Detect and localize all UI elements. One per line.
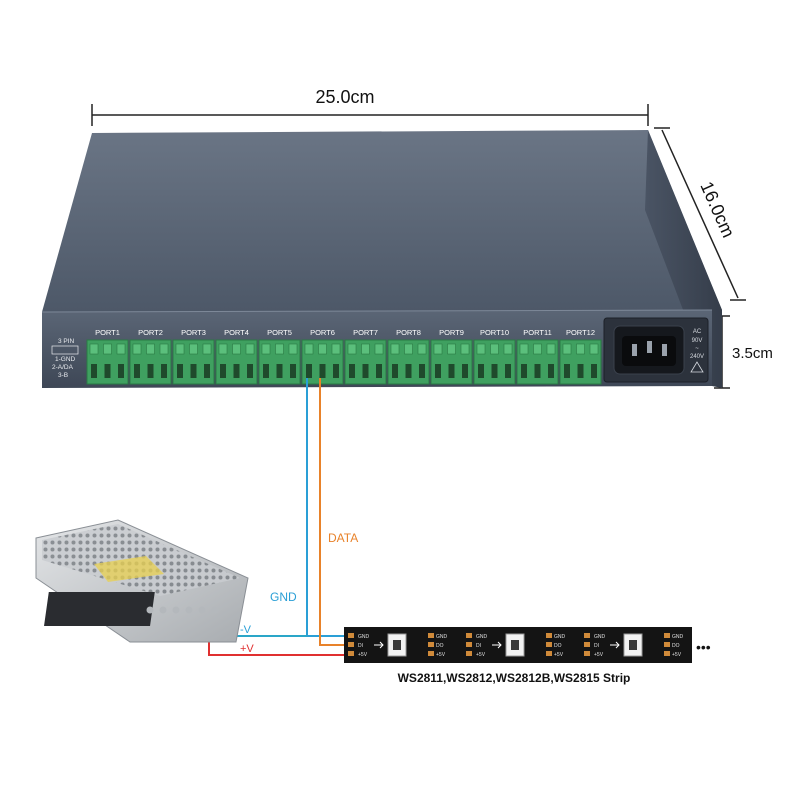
data-wire [319, 378, 344, 646]
port-2[interactable]: PORT2 [129, 328, 172, 385]
strip-pad-5v-label: +5V [358, 652, 368, 658]
strip-pad-gnd-label: GND [594, 634, 606, 640]
strip-pad-do-label: DO [672, 643, 680, 649]
pin-legend-data: 2-A/DA [52, 364, 74, 371]
port-row: PORT1 PORT2 PORT3 PORT4 PORT5 PORT6 PORT7 PORT8… [86, 328, 602, 385]
port-5[interactable]: PORT5 [258, 328, 301, 385]
height-label: 3.5cm [732, 345, 773, 362]
arrow-right-icon [492, 641, 502, 649]
port-7[interactable]: PORT7 [344, 328, 387, 385]
strip-pad-5v-label: +5V [594, 652, 604, 658]
data-wire-label: DATA [328, 531, 358, 545]
strip-pad-di-label: DI [358, 643, 363, 649]
pin-legend-title: 3 PIN [58, 338, 75, 345]
power-label-90v: 90V [692, 338, 703, 344]
strip-ellipsis: ••• [696, 639, 711, 655]
gnd-wire [306, 378, 344, 637]
power-label-ac: AC [693, 329, 702, 335]
port-11[interactable]: PORT11 [516, 328, 559, 385]
strip-pad-gnd-label: GND [436, 634, 448, 640]
neg-wire-label: -V [240, 624, 252, 636]
port-label: PORT9 [439, 328, 464, 337]
port-1[interactable]: PORT1 [86, 328, 129, 385]
power-supply [35, 519, 249, 643]
strip-pad-5v-label: +5V [554, 652, 564, 658]
port-12[interactable]: PORT12 [559, 328, 602, 385]
port-8[interactable]: PORT8 [387, 328, 430, 385]
strip-pad-5v-label: +5V [672, 652, 682, 658]
strip-pad-5v-label: +5V [436, 652, 446, 658]
strip-pad-gnd-label: GND [672, 634, 684, 640]
port-label: PORT10 [480, 328, 509, 337]
port-label: PORT6 [310, 328, 335, 337]
strip-pad-5v-label: +5V [476, 652, 486, 658]
strip-pad-gnd-label: GND [358, 634, 370, 640]
port-3[interactable]: PORT3 [172, 328, 215, 385]
port-label: PORT11 [523, 328, 551, 337]
port-9[interactable]: PORT9 [430, 328, 473, 385]
strip-pad-di-label: DI [594, 643, 599, 649]
strip-pad-do-label: DO [554, 643, 562, 649]
pin-legend: 3 PIN 1-GND 2-A/DA 3-B [51, 338, 79, 379]
pos-wire-label: +V [240, 643, 254, 655]
strip-segments: GND DI +5V GND DO +5V GND DI +5V GND DO +5V GND DI +5V… [348, 633, 684, 658]
strip-pad-do-label: DO [436, 643, 444, 649]
width-label: 25.0cm [315, 87, 374, 107]
port-label: PORT3 [181, 328, 206, 337]
warning-icon [690, 361, 704, 373]
width-dimension: 25.0cm [91, 87, 649, 126]
port-10[interactable]: PORT10 [473, 328, 516, 385]
gnd-wire-label: GND [270, 590, 297, 604]
strip-caption: WS2811,WS2812,WS2812B,WS2815 Strip [398, 671, 631, 685]
strip-pad-di-label: DI [476, 643, 481, 649]
strip-pad-gnd-label: GND [554, 634, 566, 640]
port-label: PORT5 [267, 328, 292, 337]
pin-legend-b: 3-B [58, 372, 68, 379]
port-6[interactable]: PORT6 [301, 328, 344, 385]
power-label-tilde: ~ [695, 346, 699, 352]
power-socket: AC 90V ~ 240V [603, 317, 709, 383]
arrow-right-icon [374, 641, 384, 649]
height-dimension: 3.5cm [714, 315, 773, 389]
port-4[interactable]: PORT4 [215, 328, 258, 385]
port-label: PORT2 [138, 328, 163, 337]
pin-legend-gnd: 1-GND [55, 356, 76, 363]
port-label: PORT4 [224, 328, 249, 337]
port-label: PORT1 [95, 328, 120, 337]
arrow-right-icon [610, 641, 620, 649]
port-label: PORT8 [396, 328, 421, 337]
depth-label: 16.0cm [696, 179, 738, 241]
power-label-240v: 240V [690, 354, 704, 360]
strip-pad-gnd-label: GND [476, 634, 488, 640]
port-label: PORT7 [353, 328, 378, 337]
led-strip: GND DI +5V GND DO +5V GND DI +5V GND DO +5V GND DI +5V… [344, 627, 711, 685]
port-label: PORT12 [566, 328, 595, 337]
terminal-screws [146, 606, 219, 614]
